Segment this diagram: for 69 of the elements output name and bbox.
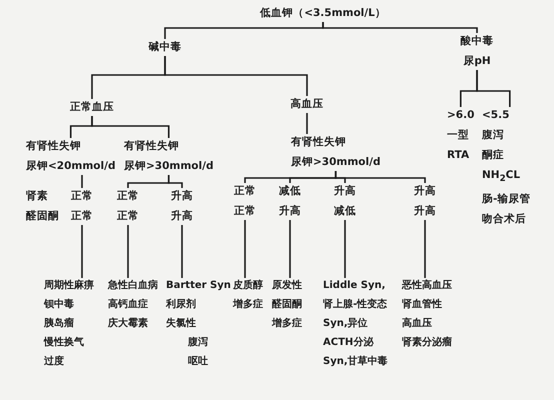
branch-text: RTA (447, 148, 470, 163)
branch-text: 升高 (414, 184, 436, 199)
branch-text: 升高 (171, 188, 193, 204)
branch-text: 低血钾（<3.5mmol/L） (260, 6, 386, 21)
branch-text: 正常 (71, 189, 93, 204)
branch-text: 碱中毒 (148, 40, 182, 55)
tree-connector (127, 225, 129, 278)
tree-connector (164, 56, 308, 96)
cause-text: 慢性换气过度 (44, 336, 85, 369)
tree-connector (476, 70, 511, 107)
cause-text: 呕吐 (187, 354, 209, 369)
branch-text: 升高 (414, 204, 436, 219)
tree-connector (91, 116, 170, 138)
branch-text: 有肾性失钾 (124, 139, 180, 154)
cause-text: 失氯性 (166, 316, 197, 331)
branch-text: 正常 (117, 209, 139, 224)
cause-text: 周期性麻痹 (44, 278, 94, 293)
branch-text: NH$_{2}$CL (482, 168, 522, 186)
branch-text: 腹泻 (482, 128, 505, 143)
branch-text: 肠-输尿管吻合术后 (482, 192, 532, 228)
branch-text: 一型 (447, 128, 470, 143)
branch-text: 正常 (117, 189, 139, 204)
tree-connector (344, 220, 346, 278)
cause-text: 利尿剂 (166, 298, 197, 312)
tree-connector (289, 220, 291, 278)
branch-text: 尿钾>30mmol/d (291, 155, 380, 170)
tree-connector (244, 220, 246, 278)
cause-text: 庆大霉素 (108, 316, 149, 331)
branch-text: 减低 (334, 204, 356, 219)
cause-text: 钡中毒 (44, 298, 75, 312)
cause-text: 恶性高血压 (402, 278, 452, 293)
branch-text: 酮症 (482, 148, 505, 163)
tree-connector (306, 113, 308, 134)
branch-text: >6.0 (447, 108, 474, 123)
cause-text: 高钙血症 (108, 297, 149, 312)
branch-text: <5.5 (482, 108, 510, 123)
cause-text: Liddle Syn,肾上腺-性变态Syn,异位ACTH分泌Syn,甘草中毒 (323, 279, 389, 369)
row-label: 醛固酮 (26, 209, 59, 224)
cause-text: Bartter Syn (166, 279, 231, 293)
branch-text: 升高 (279, 204, 301, 219)
branch-text: 尿钾<20mmol/d (26, 159, 116, 174)
branch-text: 酸中毒 (460, 34, 494, 49)
tree-connector (168, 175, 183, 188)
row-label: 肾素 (26, 189, 48, 204)
tree-connector (424, 220, 426, 278)
branch-text: 正常血压 (70, 100, 114, 115)
tree-connector (322, 22, 478, 33)
cause-text: 原发性醛固酮增多症 (272, 278, 303, 331)
cause-text: 胰岛瘤 (44, 316, 75, 331)
cause-text: 腹泻 (186, 336, 209, 350)
tree-connector (334, 171, 426, 183)
branch-text: 减低 (279, 184, 301, 199)
branch-text: 高血压 (290, 96, 324, 112)
branch-text: 升高 (334, 184, 356, 199)
branch-text: 正常 (71, 209, 93, 224)
cause-text: 急性白血病 (108, 278, 158, 293)
branch-text: 尿pH (462, 54, 492, 69)
tree-connector (81, 175, 83, 188)
branch-text: 升高 (171, 208, 193, 224)
branch-text: 正常 (234, 184, 256, 199)
branch-text: 正常 (234, 204, 256, 219)
tree-connector (181, 225, 183, 278)
tree-connector (81, 225, 83, 278)
branch-text: 有肾性失钾 (291, 135, 347, 150)
branch-text: 尿钾>30mmol/d (124, 159, 214, 174)
cause-text: 肾素分泌瘤 (402, 335, 452, 350)
cause-text: 肾血管性高血压 (402, 298, 443, 331)
cause-text: 皮质醇增多症 (233, 278, 264, 312)
branch-text: 有肾性失钾 (26, 139, 82, 154)
